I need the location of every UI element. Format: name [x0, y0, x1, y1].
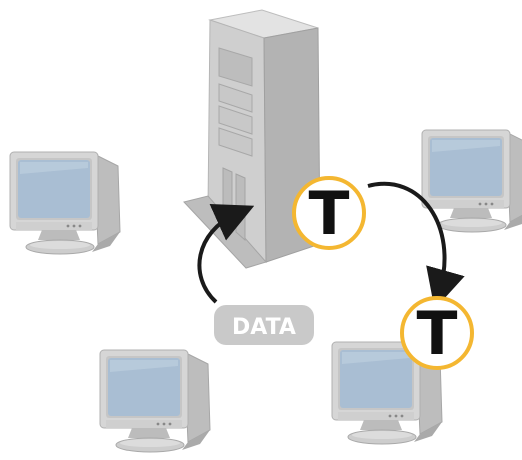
token-t-icon: T: [292, 176, 366, 250]
token-at-server: T: [292, 176, 366, 250]
crt-monitor-icon: [99, 349, 211, 453]
token-t-icon: T: [400, 296, 474, 370]
data-label: DATA: [232, 315, 296, 340]
token-letter: T: [309, 179, 350, 249]
crt-monitor-icon: [9, 151, 121, 255]
data-badge: DATA: [214, 305, 314, 345]
token-at-bottom-right: T: [400, 296, 474, 370]
arrow-data-to-server: [197, 203, 255, 304]
monitor-bottom-left: [99, 349, 211, 453]
token-letter: T: [417, 299, 458, 369]
monitor-top-left: [9, 151, 121, 255]
arrow-token-pass: [367, 181, 465, 310]
